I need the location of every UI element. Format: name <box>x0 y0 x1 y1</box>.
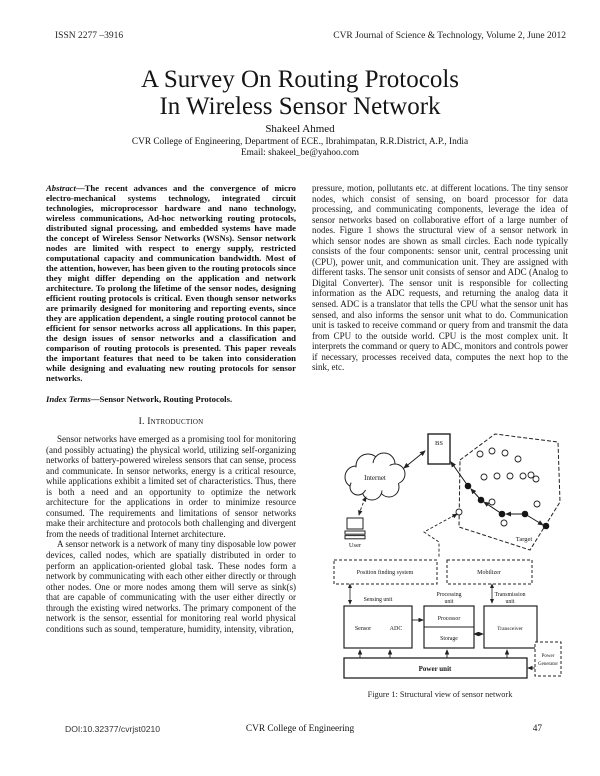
transmission-unit-label-2: unit <box>505 599 514 605</box>
position-finding-box <box>333 559 438 585</box>
paper-title-line2: In Wireless Sensor Network <box>159 93 441 120</box>
user-terminal-icon <box>344 517 366 540</box>
target-label: Target <box>516 536 533 543</box>
power-generator-label-1: Power <box>542 654 555 659</box>
power-unit-box <box>343 657 528 679</box>
abstract-text: —The recent advances and the convergence… <box>46 183 296 383</box>
author-name: Shakeel Ahmed <box>265 123 335 135</box>
mobilizer-label: Mobilizer <box>477 570 501 576</box>
adc-label: ADC <box>390 626 403 632</box>
doi-label: DOI:10.32377/cvrjst0210 <box>65 724 161 734</box>
index-terms-label: Index Terms <box>46 394 91 404</box>
processing-unit-label-1: Processing <box>436 592 461 598</box>
issn-label: ISSN 2277 –3916 <box>55 31 124 41</box>
figure-caption: Figure 1: Structural view of sensor netw… <box>367 690 513 699</box>
intro-paragraph-2: A sensor network is a network of many ti… <box>46 539 296 634</box>
index-terms: Index Terms—Sensor Network, Routing Prot… <box>46 394 296 404</box>
intro-paragraph-3: pressure, motion, pollutants etc. at dif… <box>312 183 568 373</box>
node-architecture-arrow <box>451 513 458 519</box>
paper-title: A Survey On Routing Protocols In Wireles… <box>0 66 600 120</box>
base-station-label: BS <box>435 440 443 447</box>
sensor-field-boundary <box>458 433 561 551</box>
power-feed-arrows <box>357 649 510 658</box>
left-column: Abstract—The recent advances and the con… <box>46 183 296 634</box>
page-footer: DOI:10.32377/cvrjst0210 CVR College of E… <box>0 724 600 738</box>
position-finding-label: Position finding system <box>357 569 414 576</box>
base-station-box <box>427 433 451 465</box>
right-column: pressure, motion, pollutants etc. at dif… <box>312 183 568 373</box>
section-title: Introduction <box>147 416 204 427</box>
publisher-label: CVR College of Engineering <box>245 724 355 734</box>
user-label: User <box>349 542 362 549</box>
sensor-nodes <box>455 447 541 527</box>
transmission-unit-box <box>483 605 538 649</box>
processor-label: Processor <box>438 616 461 622</box>
user-internet-link <box>358 496 367 516</box>
page-number: 47 <box>532 724 542 734</box>
sensing-unit-box <box>343 605 413 649</box>
transmission-unit-label-1: Transmission <box>494 592 525 598</box>
page-header: ISSN 2277 –3916 CVR Journal of Science &… <box>55 31 566 41</box>
power-unit-label: Power unit <box>419 665 452 673</box>
power-generator-label-2: Generator <box>538 662 558 667</box>
mobilizer-box <box>446 559 533 585</box>
internet-label: Internet <box>364 474 386 482</box>
transceiver-label: Transceiver <box>497 626 523 632</box>
abstract: Abstract—The recent advances and the con… <box>46 183 296 383</box>
sensing-unit-label: Sensing unit <box>364 597 393 603</box>
author-affiliation: CVR College of Engineering, Department o… <box>131 137 469 147</box>
cloud-bs-link <box>403 450 426 469</box>
node-architecture-link <box>423 514 456 557</box>
routing-path <box>450 461 550 530</box>
section-number: I. <box>138 416 145 427</box>
intro-paragraph-1: Sensor networks have emerged as a promis… <box>46 434 296 539</box>
journal-title: CVR Journal of Science & Technology, Vol… <box>333 31 566 41</box>
storage-label: Storage <box>440 636 458 642</box>
internet-cloud-icon <box>344 452 406 501</box>
power-generator-box <box>534 641 562 677</box>
section-heading-introduction: I. Introduction <box>46 416 296 427</box>
author-email: Email: shakeel_be@yahoo.com <box>240 148 360 158</box>
sensor-network-diagram: Internet BS <box>333 433 562 679</box>
figure-1: Internet BS <box>332 430 562 680</box>
abstract-label: Abstract <box>46 183 76 193</box>
index-terms-text: —Sensor Network, Routing Protocols. <box>90 394 233 404</box>
paper-title-line1: A Survey On Routing Protocols <box>140 66 460 93</box>
processing-unit-label-2: unit <box>444 599 453 605</box>
sensor-label: Sensor <box>355 626 371 632</box>
